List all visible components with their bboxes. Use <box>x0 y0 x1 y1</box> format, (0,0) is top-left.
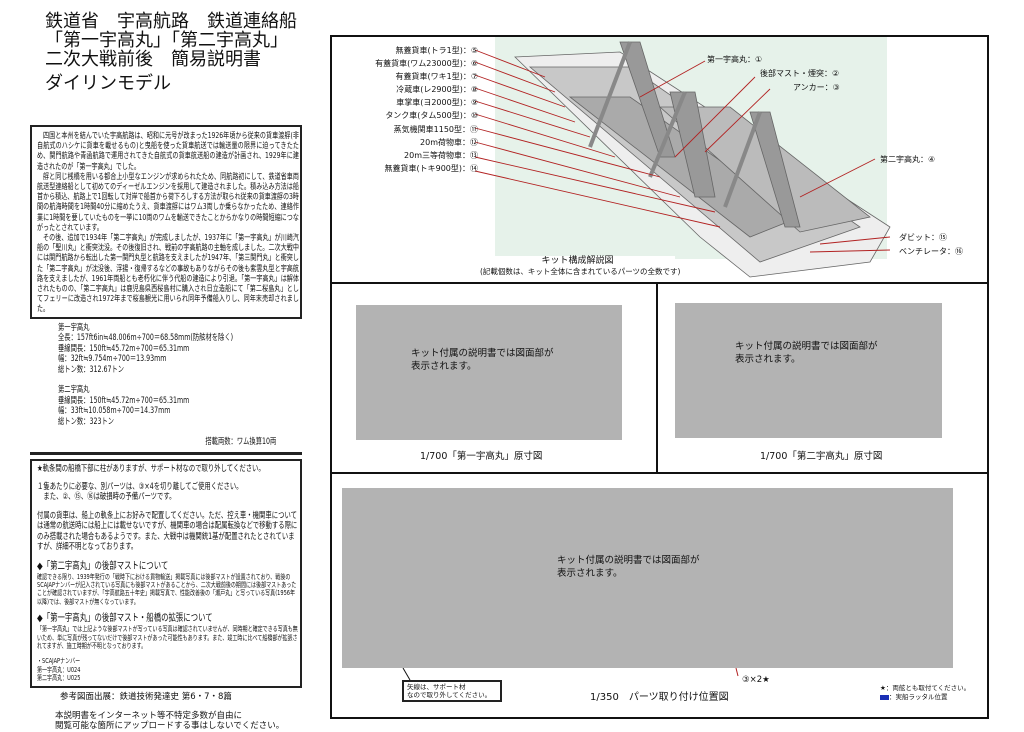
anchor-note: ③×2★ <box>742 675 770 685</box>
notes-text: ★軌条間の船橋下部に柱がありますが、サポート材なので取り外してください。 １隻あ… <box>37 464 299 683</box>
spec-line: 総トン数：312.67トン <box>58 364 125 375</box>
part-label: ベンチレータ：⑯ <box>899 247 963 256</box>
placeholder-text: キット付属の説明書では図面部が表示されます。 <box>411 347 622 373</box>
legend-star: ★：両舷とも取付てください。 <box>880 684 971 692</box>
part-label: 無蓋貨車(トキ900型)：⑭ <box>384 163 478 173</box>
spec-line: 幅：33ft≒10.058m÷700＝14.37mm <box>58 406 171 417</box>
callout-line: なので取り外してください。 <box>407 691 492 699</box>
note-paragraph: ★軌条間の船橋下部に柱がありますが、サポート材なので取り外してください。 <box>37 463 265 474</box>
left-column: 四国と本州を結んでいた宇高航路は、昭和に元号が改まった1926年頃から従来の貨車… <box>30 125 302 732</box>
spec-line: 第二宇高丸 <box>58 385 90 396</box>
ship1-specs: 第一宇高丸 全長：157ft6in≒48.006m÷700＝68.58mm(防舷… <box>58 323 282 376</box>
note-heading: ◆「第一宇高丸」の後部マスト・船橋の拡張について <box>37 613 213 625</box>
placeholder-line: 表示されます。 <box>735 354 801 365</box>
spec-line: 幅：32ft≒9.754m÷700＝13.93mm <box>58 354 167 365</box>
spec-line: 垂線間長：150ft≒45.72m÷700＝65.31mm <box>58 395 190 406</box>
part-label: 蒸気機関車1150型：⑪ <box>393 124 478 134</box>
divider <box>330 472 989 474</box>
spec-line: 全長：157ft6in≒48.006m÷700＝68.58mm(防舷材を除く) <box>58 333 234 344</box>
note-paragraph: また、②、⑮、⑯は破損時の予備パーツです。 <box>37 492 176 503</box>
placeholder-line: キット付属の説明書では図面部が <box>411 348 554 359</box>
placeholder-line: 表示されます。 <box>557 568 623 579</box>
specs-text: 第一宇高丸 全長：157ft6in≒48.006m÷700＝68.58mm(防舷… <box>58 323 282 448</box>
parts-legend: ★：両舷とも取付てください。 ：実船ラッタル位置 <box>880 684 970 702</box>
drawing1-placeholder: キット付属の説明書では図面部が表示されます。 <box>356 305 622 440</box>
part-label: 有蓋貨車(ワム23000型)：⑥ <box>375 59 478 69</box>
document-title: 鉄道省 宇高航路 鉄道連絡船「第一宇高丸」「第二宇高丸」二次大戦前後 簡易説明書 <box>45 12 297 69</box>
brand-name: ダイリンモデル <box>45 73 171 94</box>
placeholder-line: 表示されます。 <box>411 361 477 372</box>
drawing-frame <box>330 35 989 719</box>
placeholder-text: キット付属の説明書では図面部が表示されます。 <box>557 554 953 580</box>
divider <box>330 282 989 284</box>
note-heading: ◆「第二宇高丸」の後部マストについて <box>37 560 169 572</box>
drawing2-caption: 1/700「第二宇高丸」原寸図 <box>760 451 883 462</box>
title-line: 鉄道省 宇高航路 鉄道連絡船 <box>45 11 297 32</box>
spec-line: 総トン数：323トン <box>58 416 115 427</box>
drawing2-placeholder: キット付属の説明書では図面部が表示されます。 <box>675 303 942 438</box>
specs-block: 第一宇高丸 全長：157ft6in≒48.006m÷700＝68.58mm(防舷… <box>30 319 302 455</box>
part-label: 後部マスト・煙突：② <box>760 69 840 78</box>
left-label-list: 無蓋貨車(トラ1型)：⑤ 有蓋貨車(ワム23000型)：⑥ 有蓋貨車(ワキ1型)… <box>345 44 478 175</box>
caption-title: キット構成解説図 <box>541 256 614 266</box>
caption-subtitle: (記載個数は、キット全体に含まれているパーツの全数です) <box>480 267 681 276</box>
legend-blue: ：実船ラッタル位置 <box>889 693 948 701</box>
placeholder-line: キット付属の説明書では図面部が <box>557 555 700 566</box>
part-label: タンク車(タム500型)：⑩ <box>385 111 478 121</box>
support-callout: 矢線は、サポート材 なので取り外してください。 <box>402 680 502 702</box>
warning-line: 閲覧可能な箇所にアップロードする事はしないでください。 <box>55 721 285 732</box>
part-label: 車掌車(ヨ2000型)：⑨ <box>396 98 478 108</box>
upload-warning: 本説明書をインターネット等不特定多数が自由に 閲覧可能な箇所にアップロードする事… <box>55 711 302 732</box>
part-label: 20m三等荷物車：⑬ <box>404 150 478 160</box>
part-label: アンカー：③ <box>793 83 840 92</box>
history-paragraph: 艀と同じ桟橋を用いる都合上小型なエンジンが求められたため、同航路初にして、鉄道省… <box>37 170 299 232</box>
warning-line: 本説明書をインターネット等不特定多数が自由に <box>55 710 243 721</box>
scajap-list: ・SCAJAPナンバー 第一宇高丸：U024 第二宇高丸：U025 <box>37 657 299 682</box>
kit-illustration <box>474 37 891 278</box>
leader-lines <box>474 49 891 253</box>
placeholder-line: キット付属の説明書では図面部が <box>735 341 878 352</box>
part-label: 有蓋貨車(ワキ1型)：⑦ <box>395 72 478 82</box>
reference-source: 参考図面出展：鉄道技術発達史 第6・7・8篇 <box>60 691 232 702</box>
ladder-swatch <box>880 694 889 700</box>
parts-caption: 1/350 パーツ取り付け位置図 <box>590 692 729 703</box>
drawing1-caption: 1/700「第一宇高丸」原寸図 <box>420 451 543 462</box>
note-fine: 確認できる限り、1939年発行の「戦時下における貨物輸送」掲載写真には後部マスト… <box>37 572 297 606</box>
part-label: 無蓋貨車(トラ1型)：⑤ <box>395 46 478 55</box>
title-line: 「第一宇高丸」「第二宇高丸」 <box>45 30 288 51</box>
illustration-caption: キット構成解説図 (記載個数は、キット全体に含まれているパーツの全数です) <box>480 256 681 276</box>
title-line: 二次大戦前後 簡易説明書 <box>45 49 261 70</box>
note-paragraph: 付属の貨車は、船上の軌条上にお好みで配置してください。ただ、控え車・機関車につい… <box>37 510 298 553</box>
spec-line: 垂線間長：150ft≒45.72m÷700＝65.31mm <box>58 343 190 354</box>
placeholder-text: キット付属の説明書では図面部が表示されます。 <box>735 340 942 366</box>
notes-box: ★軌条間の船橋下部に柱がありますが、サポート材なので取り外してください。 １隻あ… <box>30 458 302 688</box>
note-fine: 「第一宇高丸」では上記ような後部マストが写っている写真は確認されていませんが、同… <box>37 625 298 650</box>
history-box: 四国と本州を結んでいた宇高航路は、昭和に元号が改まった1926年頃から従来の貨車… <box>30 125 302 319</box>
spec-line: 第一宇高丸 <box>58 322 90 333</box>
parts-placeholder: キット付属の説明書では図面部が表示されます。 <box>342 488 953 668</box>
load-capacity: 搭載両数：ワム換算10両 <box>205 437 277 448</box>
history-text: 四国と本州を結んでいた宇高航路は、昭和に元号が改まった1926年頃から従来の貨車… <box>37 130 299 314</box>
part-label: 20m荷物車：⑫ <box>420 137 478 147</box>
part-label: 第二宇高丸：④ <box>880 155 936 164</box>
part-label: 第一宇高丸：① <box>707 55 763 64</box>
callout-line: 矢線は、サポート材 <box>407 683 466 691</box>
part-label: ダビット：⑮ <box>899 233 947 242</box>
history-paragraph: 四国と本州を結んでいた宇高航路は、昭和に元号が改まった1926年頃から従来の貨車… <box>37 130 299 171</box>
callout-lines <box>402 668 739 681</box>
scajap-line: ・SCAJAPナンバー <box>37 657 81 666</box>
scajap-line: 第一宇高丸：U024 <box>37 665 81 674</box>
ship-model <box>514 41 891 278</box>
ship2-specs: 第二宇高丸 垂線間長：150ft≒45.72m÷700＝65.31mm 幅：33… <box>58 385 282 427</box>
part-label: 冷蔵車(レ2900型)：⑧ <box>396 85 478 95</box>
note-paragraph: １隻あたりに必要な、別パーツは、③×4を切り離してご使用ください。 <box>37 482 243 493</box>
divider <box>656 282 658 473</box>
legend-blue-row: ：実船ラッタル位置 <box>880 693 970 702</box>
history-paragraph: その後、追加で1934年「第二宇高丸」が完成しましたが、1937年に「第一宇高丸… <box>37 232 299 314</box>
scajap-line: 第二宇高丸：U025 <box>37 674 81 683</box>
